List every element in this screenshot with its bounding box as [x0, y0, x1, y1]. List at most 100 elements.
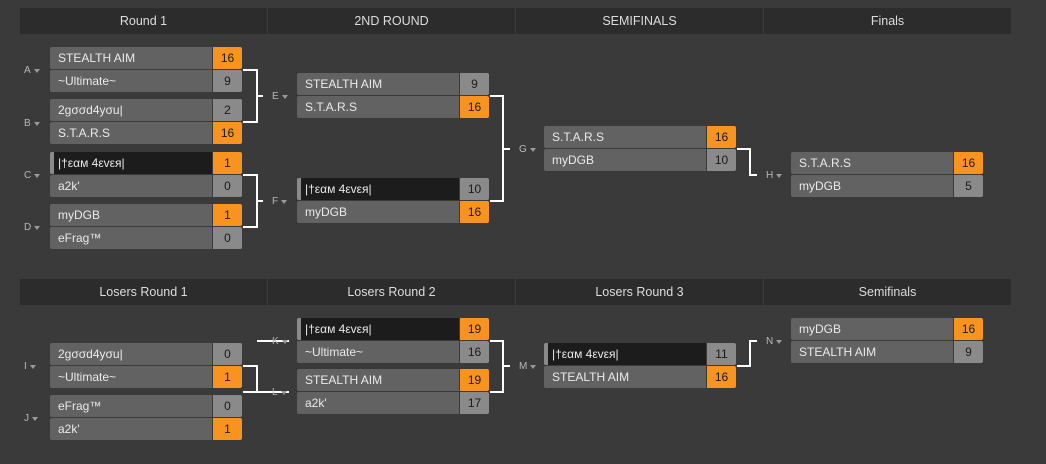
dropdown-arrow-icon: [776, 339, 783, 344]
player-name: S.T.A.R.S: [297, 96, 459, 118]
match-label-b[interactable]: B: [24, 118, 40, 129]
match-i[interactable]: 2gσσd4yσu|0 ~Ultimate~1: [50, 343, 243, 389]
match-l-player-2[interactable]: a2k'17: [297, 392, 490, 414]
match-label-j[interactable]: J: [24, 413, 38, 424]
match-f-player-1[interactable]: |†εαм 4εvεя|10: [297, 178, 490, 200]
match-label-n[interactable]: N: [766, 336, 783, 347]
player-score: 16: [954, 152, 983, 174]
match-m-player-1[interactable]: |†εαм 4εvεя|11: [544, 343, 737, 365]
dropdown-arrow-icon: [29, 364, 36, 369]
match-k-player-2[interactable]: ~Ultimate~16: [297, 341, 490, 363]
match-label-e[interactable]: E: [272, 91, 288, 102]
match-j-player-2[interactable]: a2k'1: [50, 418, 243, 440]
header-round-1: Round 1: [20, 8, 267, 34]
player-score: 19: [460, 318, 489, 340]
player-score: 16: [460, 96, 489, 118]
header-losers-round-2: Losers Round 2: [268, 279, 515, 305]
dropdown-arrow-icon: [281, 199, 288, 204]
match-label-m[interactable]: M: [519, 361, 537, 372]
match-label-d[interactable]: D: [24, 222, 41, 233]
player-name: ~Ultimate~: [297, 341, 459, 363]
player-name: 2gσσd4yσu|: [50, 99, 212, 121]
match-b-player-1[interactable]: 2gσσd4yσu|2: [50, 99, 243, 121]
player-name: ~Ultimate~: [50, 70, 212, 92]
dropdown-arrow-icon: [32, 416, 38, 421]
player-score: 16: [213, 122, 242, 144]
match-c-player-2[interactable]: a2k'0: [50, 175, 243, 197]
player-score: 1: [213, 152, 242, 174]
dropdown-arrow-icon: [281, 94, 288, 99]
player-score: 1: [213, 366, 242, 388]
match-label-h[interactable]: H: [766, 170, 783, 181]
player-name: ~Ultimate~: [50, 366, 212, 388]
match-label-c[interactable]: C: [24, 170, 41, 181]
player-score: 0: [213, 175, 242, 197]
dropdown-arrow-icon: [281, 339, 288, 344]
player-score: 16: [707, 366, 736, 388]
dropdown-arrow-icon: [34, 173, 41, 178]
match-a-player-2[interactable]: ~Ultimate~9: [50, 70, 243, 92]
match-c[interactable]: |†εαм 4εvεя|1 a2k'0: [50, 152, 243, 198]
header-semifinals: SEMIFINALS: [516, 8, 763, 34]
player-name: myDGB: [791, 175, 953, 197]
match-label-f[interactable]: F: [272, 196, 288, 207]
match-label-a[interactable]: A: [24, 65, 40, 76]
match-i-player-1[interactable]: 2gσσd4yσu|0: [50, 343, 243, 365]
match-k-player-1[interactable]: |†εαм 4εvεя|19: [297, 318, 490, 340]
player-name: eFrag™: [50, 227, 212, 249]
match-label-g[interactable]: G: [519, 144, 536, 155]
player-score: 0: [213, 395, 242, 417]
match-label-i[interactable]: I: [24, 361, 36, 372]
header-losers-round-1: Losers Round 1: [20, 279, 267, 305]
match-k[interactable]: |†εαм 4εvεя|19 ~Ultimate~16: [297, 318, 490, 364]
player-name: STEALTH AIM: [791, 341, 953, 363]
player-name: a2k': [50, 175, 212, 197]
player-name: STEALTH AIM: [297, 73, 459, 95]
player-score: 1: [213, 204, 242, 226]
dropdown-arrow-icon: [34, 225, 41, 230]
match-i-player-2[interactable]: ~Ultimate~1: [50, 366, 243, 388]
dropdown-arrow-icon: [776, 173, 783, 178]
player-name: myDGB: [50, 204, 212, 226]
header-finals: Finals: [764, 8, 1011, 34]
player-name: S.T.A.R.S: [791, 152, 953, 174]
player-name: |†εαм 4εvεя|: [297, 178, 459, 200]
match-c-player-1[interactable]: |†εαм 4εvεя|1: [50, 152, 243, 174]
player-name: 2gσσd4yσu|: [50, 343, 212, 365]
player-score: 9: [954, 341, 983, 363]
player-score: 5: [954, 175, 983, 197]
player-name: a2k': [297, 392, 459, 414]
player-name: STEALTH AIM: [297, 369, 459, 391]
player-name: |†εαм 4εvεя|: [297, 318, 459, 340]
match-label-k[interactable]: K: [272, 336, 288, 347]
match-label-l[interactable]: L: [272, 387, 287, 398]
